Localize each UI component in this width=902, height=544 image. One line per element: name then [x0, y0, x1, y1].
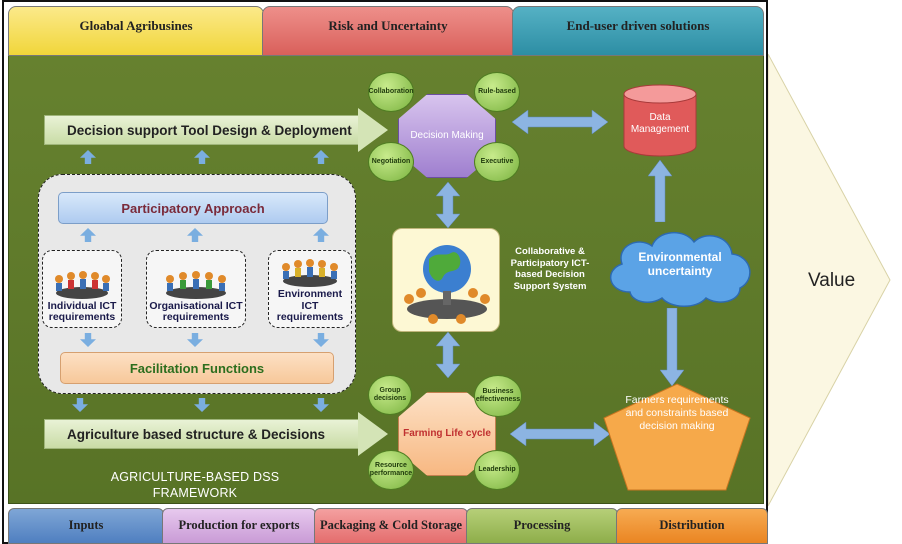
- tab-end-user-solutions: End-user driven solutions: [512, 6, 764, 56]
- facilitation-functions-box: Facilitation Functions: [60, 352, 334, 384]
- globe-meeting-icon: [404, 245, 490, 324]
- negotiation-circle: Negotiation: [368, 142, 414, 182]
- tab-production-exports: Production for exports: [162, 508, 316, 544]
- value-chevron: [768, 54, 891, 506]
- business-effectiveness-circle: Business effectiveness: [474, 375, 522, 417]
- environmental-cloud: [610, 232, 751, 307]
- design-deployment-band: Decision support Tool Design & Deploymen…: [44, 115, 360, 145]
- vertical-double-arrow: [436, 182, 460, 228]
- environmental-uncertainty-label: Environmental uncertainty: [638, 250, 722, 279]
- dss-image-box: [392, 228, 500, 332]
- leadership-circle: Leadership: [474, 450, 520, 490]
- individual-ict-requirements: Individual ICT requirements: [42, 250, 122, 328]
- data-management-cylinder: [623, 84, 697, 157]
- tab-packaging-storage: Packaging & Cold Storage: [314, 508, 468, 544]
- meeting-people-icon: [282, 259, 338, 288]
- down-arrow-env: [660, 308, 684, 386]
- environment-ict-requirements: Environment ICT requirements: [268, 250, 352, 328]
- tab-inputs: Inputs: [8, 508, 164, 544]
- requirement-label: Organisational ICT requirements: [149, 299, 243, 324]
- tab-distribution: Distribution: [616, 508, 768, 544]
- value-label: Value: [808, 270, 856, 291]
- tab-risk-uncertainty: Risk and Uncertainty: [262, 6, 514, 56]
- organisational-ict-requirements: Organisational ICT requirements: [146, 250, 246, 328]
- double-arrow: [512, 109, 608, 135]
- farmers-pentagon: [603, 383, 751, 491]
- farmers-requirements-label: Farmers requirements and constraints bas…: [625, 394, 729, 432]
- executive-circle: Executive: [474, 142, 520, 182]
- double-arrow: [510, 421, 610, 447]
- framework-title: AGRICULTURE-BASED DSS FRAMEWORK: [110, 470, 280, 500]
- rule-based-circle: Rule-based: [474, 72, 520, 112]
- vertical-double-arrow: [436, 332, 460, 378]
- requirement-label: Individual ICT requirements: [47, 299, 117, 324]
- data-management-label: Data Management: [630, 112, 690, 135]
- dss-system-label: Collaborative & Participatory ICT-based …: [510, 246, 590, 292]
- up-arrow-env: [648, 160, 672, 222]
- requirement-label: Environment ICT requirements: [276, 288, 344, 324]
- collaboration-circle: Collaboration: [368, 72, 414, 112]
- meeting-people-icon: [55, 270, 110, 299]
- group-decisions-circle: Group decisions: [368, 375, 412, 415]
- meeting-people-icon: [166, 270, 226, 299]
- agriculture-structure-band: Agriculture based structure & Decisions: [44, 419, 360, 449]
- agriculture-structure-arrow: [358, 412, 388, 456]
- resource-performance-circle: Resource performance: [368, 450, 414, 490]
- participatory-approach-box: Participatory Approach: [58, 192, 328, 224]
- tab-processing: Processing: [466, 508, 618, 544]
- tab-global-agribusiness: Gloabal Agribusines: [8, 6, 264, 56]
